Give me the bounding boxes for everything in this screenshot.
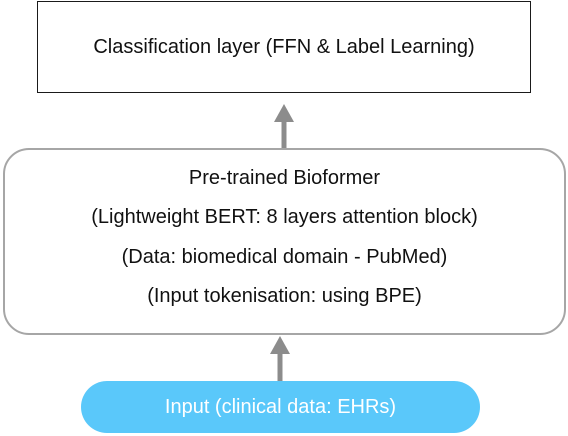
arrow-up-to-bioformer	[270, 336, 290, 381]
arrow-up-to-classification	[274, 104, 294, 149]
bioformer-architecture-note: (Lightweight BERT: 8 layers attention bl…	[91, 206, 478, 228]
bioformer-tokenisation-note: (Input tokenisation: using BPE)	[147, 285, 422, 307]
bioformer-title: Pre-trained Bioformer	[188, 167, 381, 189]
bioformer-box: Pre-trained Bioformer (Lightweight BERT:…	[3, 148, 566, 335]
input-pill: Input (clinical data: EHRs)	[81, 381, 480, 433]
input-label: Input (clinical data: EHRs)	[164, 395, 397, 418]
classification-layer-label: Classification layer (FFN & Label Learni…	[93, 35, 475, 58]
classification-layer-box: Classification layer (FFN & Label Learni…	[37, 1, 531, 93]
bioformer-data-note: (Data: biomedical domain - PubMed)	[121, 246, 448, 268]
